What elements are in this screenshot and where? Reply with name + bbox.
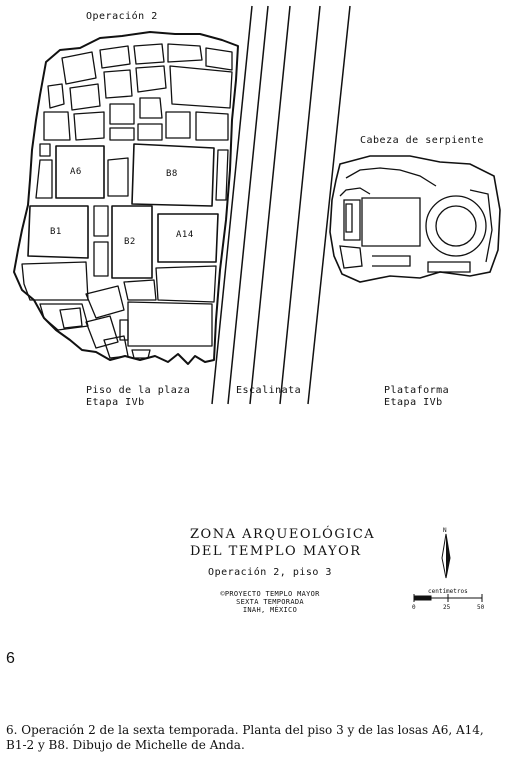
scale-tick-50: 50 [477,604,485,611]
stairway-lines [211,5,351,405]
plaza-floor-label: Piso de la plaza [86,385,191,396]
platform-stage-label: Etapa IVb [384,397,443,408]
slab-a6-label: A6 [70,167,82,177]
slab-b2-label: B2 [124,237,136,247]
serpent-head-drawing [329,155,501,283]
scale-bar [413,594,483,602]
scale-unit-label: centímetros [428,588,468,595]
plaza-floor-outline [13,31,239,365]
figure-number: 6 [6,650,15,667]
north-label: N [443,527,447,534]
slab-b8 [131,143,215,207]
operation-label: Operación 2 [86,11,158,22]
platform-label: Plataforma [384,385,450,396]
slab-a6 [55,145,105,199]
figure-caption: 6. Operación 2 de la sexta temporada. Pl… [6,723,484,752]
north-arrow [441,533,451,579]
slab-a14 [157,213,219,263]
plaza-stage-label: Etapa IVb [86,397,145,408]
title-line-3: Operación 2, piso 3 [208,567,332,578]
slab-b8-label: B8 [166,169,178,179]
credit-line-1: ©PROYECTO TEMPLO MAYOR [220,590,320,598]
serpent-head-label: Cabeza de serpiente [360,135,484,146]
credit-line-3: INAH, MÉXICO [242,606,298,614]
slab-b1-label: B1 [50,227,62,237]
slab-a14-label: A14 [176,230,194,240]
scale-tick-0: 0 [412,604,416,611]
title-line-1: ZONA ARQUEOLÓGICA [190,527,376,542]
stairway-label: Escalinata [236,385,302,396]
slab-b1 [27,205,89,259]
title-line-2: DEL TEMPLO MAYOR [190,544,362,559]
slab-b2 [111,205,153,279]
site-plan-drawing [13,5,501,602]
credit-line-2: SEXTA TEMPORADA [236,598,304,606]
scale-tick-25: 25 [443,604,451,611]
